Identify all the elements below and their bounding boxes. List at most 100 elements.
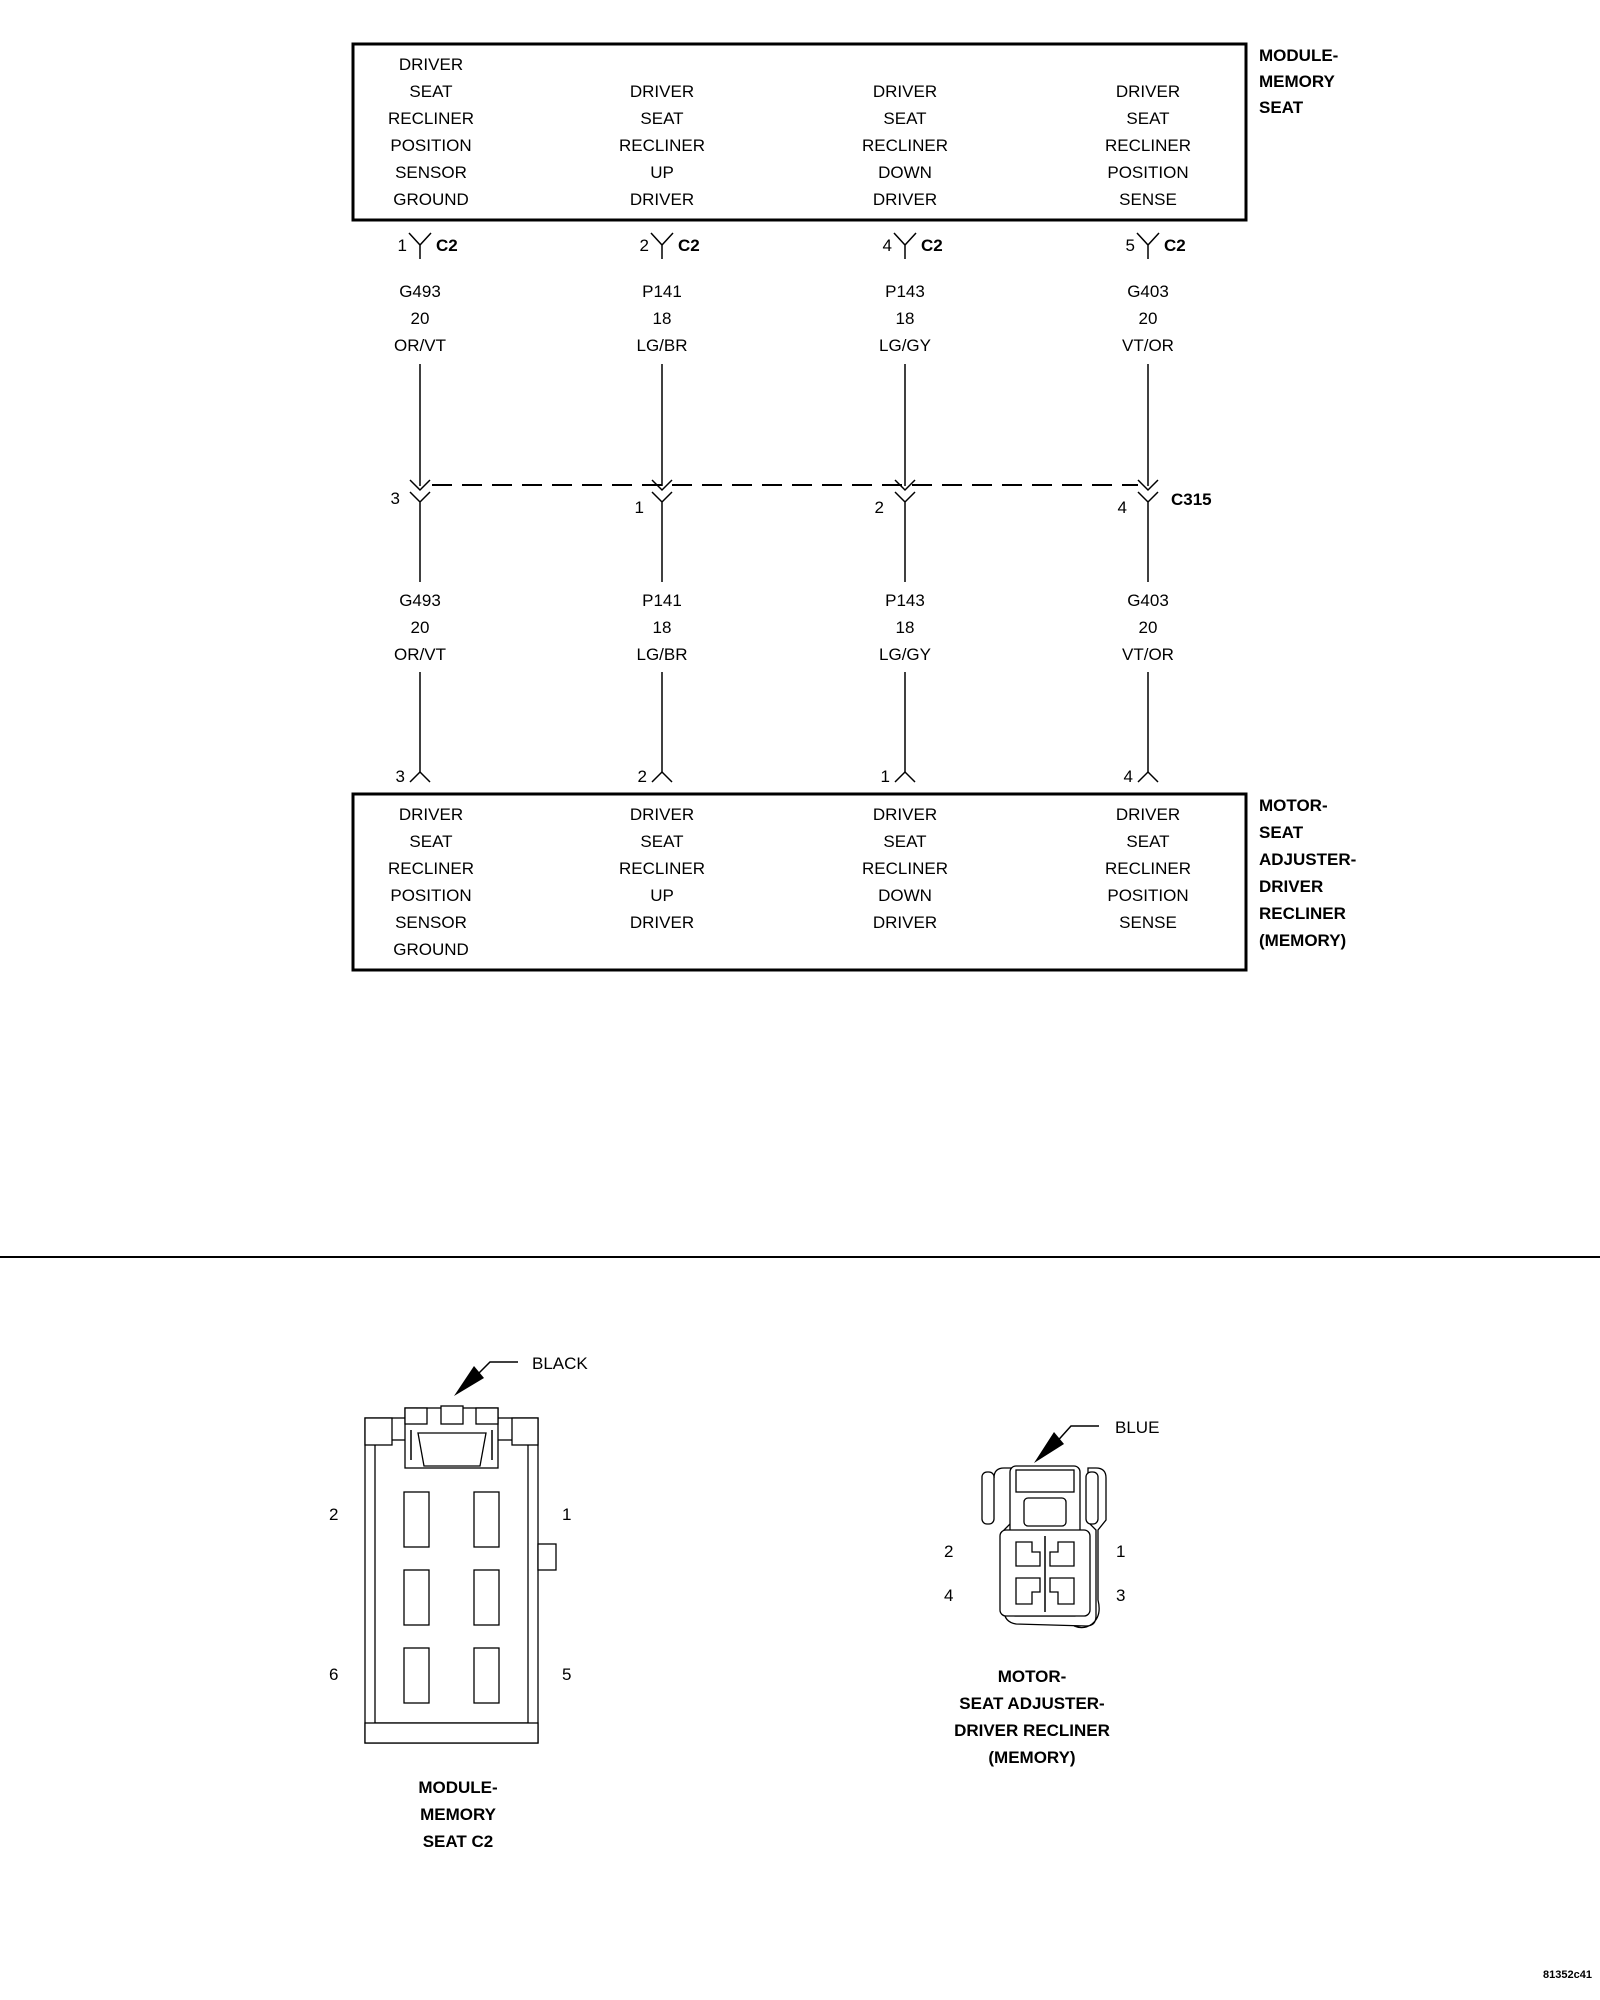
c2-top-left-tab (364, 1417, 393, 1446)
motor-left-latch (981, 1471, 995, 1525)
c2-pin-1-number: 1 (398, 236, 407, 255)
module-col-4-line-5: SENSE (1119, 190, 1177, 209)
motor-col-1: DRIVER SEAT RECLINER POSITION SENSOR GRO… (388, 805, 474, 959)
wire-4-color-upper: VT/OR (1122, 336, 1174, 355)
motor-col-2-line-5: DRIVER (630, 913, 694, 932)
motor-pin-label-3: 3 (1116, 1586, 1125, 1605)
wire-4-gauge-lower: 20 (1139, 618, 1158, 637)
motor-conn-title-line-4: (MEMORY) (988, 1748, 1075, 1767)
module-title-line-1: MODULE- (1259, 46, 1338, 65)
motor-col-4-line-3: RECLINER (1105, 859, 1191, 878)
motor-cavity-1 (1049, 1541, 1075, 1567)
motor-color-label: BLUE (1115, 1418, 1159, 1437)
module-col-2-line-1: DRIVER (630, 82, 694, 101)
motor-col-3-line-5: DRIVER (873, 913, 937, 932)
motor-title-line-2: SEAT (1259, 823, 1304, 842)
c2-pin-5: 5 C2 (1126, 232, 1186, 259)
motor-title-line-5: RECLINER (1259, 904, 1346, 923)
module-col-1-line-4: POSITION (390, 136, 471, 155)
module-col-2-line-4: UP (650, 163, 674, 182)
motor-pin-1: 1 (881, 767, 916, 786)
motor-conn-title-line-3: DRIVER RECLINER (954, 1721, 1110, 1740)
c2-pin-label-6: 6 (329, 1665, 338, 1684)
top-c2-pins: 1 C2 2 C2 4 C2 5 C2 (398, 232, 1186, 259)
wire-3-color-lower: LG/GY (879, 645, 931, 664)
motor-col-4: DRIVER SEAT RECLINER POSITION SENSE (1105, 805, 1191, 932)
c2-pin-label-5: 5 (562, 1665, 571, 1684)
motor-col-2-line-2: SEAT (640, 832, 683, 851)
wire-3-color-upper: LG/GY (879, 336, 931, 355)
wire-3-circuit-upper: P143 (885, 282, 925, 301)
wire-2-color-lower: LG/BR (636, 645, 687, 664)
c2-lock-guides (410, 1430, 493, 1460)
lower-wire-segments (419, 672, 1149, 772)
wire-4-circuit-upper: G403 (1127, 282, 1169, 301)
c315-pin-4-number: 4 (1118, 498, 1127, 517)
c2-top-right-tab (511, 1417, 539, 1446)
motor-cavity-3 (1049, 1577, 1075, 1605)
motor-pin-3-number: 3 (396, 767, 405, 786)
c2-inner-body (374, 1439, 529, 1724)
wire-1-circuit-upper: G493 (399, 282, 441, 301)
motor-title: MOTOR- SEAT ADJUSTER- DRIVER RECLINER (M… (1259, 796, 1356, 950)
motor-cavity-4 (1015, 1577, 1041, 1605)
motor-col-3-line-4: DOWN (878, 886, 932, 905)
upper-wire-labels: G493 20 OR/VT P141 18 LG/BR P143 18 LG/G… (394, 282, 1174, 355)
c315-pin-2-number: 2 (875, 498, 884, 517)
c2-pin-4-number: 4 (883, 236, 892, 255)
motor-pin-3: 3 (396, 767, 431, 786)
module-box-columns: DRIVER SEAT RECLINER POSITION SENSOR GRO… (388, 55, 1191, 209)
wire-1-gauge-lower: 20 (411, 618, 430, 637)
wire-3-circuit-lower: P143 (885, 591, 925, 610)
c2-title-line-2: MEMORY (420, 1805, 497, 1824)
motor-cavity-2 (1015, 1541, 1041, 1567)
module-col-3-line-5: DRIVER (873, 190, 937, 209)
motor-col-1-line-5: SENSOR (395, 913, 467, 932)
module-title-line-3: SEAT (1259, 98, 1304, 117)
motor-right-latch (1085, 1471, 1099, 1525)
module-col-4: DRIVER SEAT RECLINER POSITION SENSE (1105, 82, 1191, 209)
module-title-line-2: MEMORY (1259, 72, 1336, 91)
lower-wire-labels: G493 20 OR/VT P141 18 LG/BR P143 18 LG/G… (394, 591, 1174, 664)
c315-label: C315 (1171, 490, 1212, 509)
module-col-4-line-2: SEAT (1126, 109, 1169, 128)
wire-4-color-lower: VT/OR (1122, 645, 1174, 664)
module-col-4-line-3: RECLINER (1105, 136, 1191, 155)
module-title: MODULE- MEMORY SEAT (1259, 46, 1338, 117)
c315-pin-4: 4 (1118, 479, 1159, 582)
c2-color-label: BLACK (532, 1354, 588, 1373)
c2-cavity-3 (473, 1569, 500, 1626)
module-col-3: DRIVER SEAT RECLINER DOWN DRIVER (862, 82, 948, 209)
c2-pin-label-2: 2 (329, 1505, 338, 1524)
wire-2-gauge-lower: 18 (653, 618, 672, 637)
motor-lock-tab (1015, 1469, 1075, 1493)
c2-pin-2-number: 2 (640, 236, 649, 255)
module-col-2-line-3: RECLINER (619, 136, 705, 155)
motor-col-3-line-2: SEAT (883, 832, 926, 851)
c315-pin-1: 1 (635, 479, 673, 582)
c2-bottom-rail (364, 1722, 539, 1744)
module-col-2-line-2: SEAT (640, 109, 683, 128)
module-col-3-line-1: DRIVER (873, 82, 937, 101)
module-col-3-line-2: SEAT (883, 109, 926, 128)
c2-title-line-1: MODULE- (418, 1778, 497, 1797)
motor-title-line-3: ADJUSTER- (1259, 850, 1356, 869)
motor-pin-label-2: 2 (944, 1542, 953, 1561)
motor-col-4-line-1: DRIVER (1116, 805, 1180, 824)
wire-1-gauge-upper: 20 (411, 309, 430, 328)
motor-conn-title-line-1: MOTOR- (998, 1667, 1067, 1686)
c2-lock-tab-right (475, 1407, 499, 1425)
motor-seat-adjuster-box (351, 792, 1248, 972)
motor-title-line-1: MOTOR- (1259, 796, 1328, 815)
c2-cavity-4 (403, 1569, 430, 1626)
motor-lock-window (1023, 1497, 1067, 1527)
motor-title-line-4: DRIVER (1259, 877, 1323, 896)
c2-cavity-2 (403, 1491, 430, 1548)
wire-1-color-upper: OR/VT (394, 336, 446, 355)
wire-2-color-upper: LG/BR (636, 336, 687, 355)
c315-pin-3: 3 (391, 479, 431, 582)
c2-pin-2: 2 C2 (640, 232, 700, 259)
motor-col-2-line-3: RECLINER (619, 859, 705, 878)
c2-title-line-3: SEAT C2 (423, 1832, 494, 1851)
